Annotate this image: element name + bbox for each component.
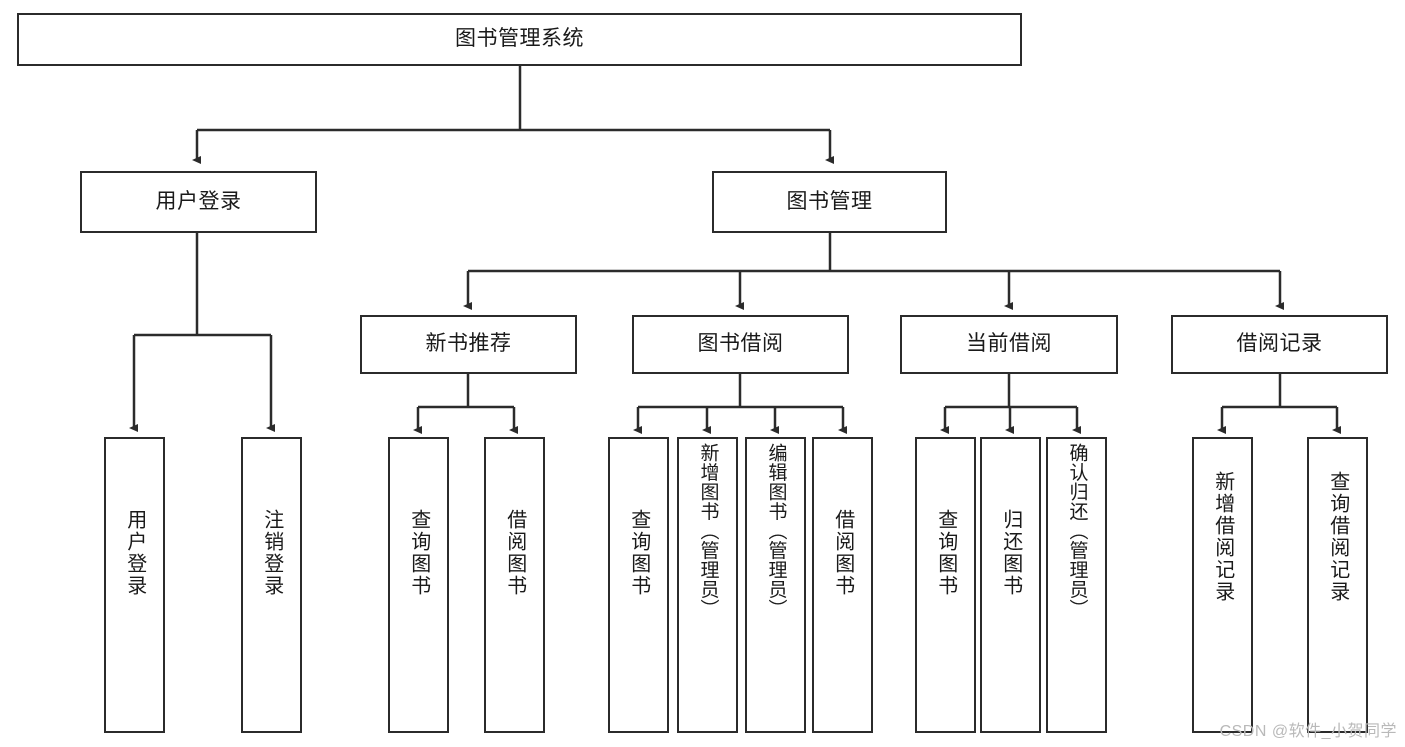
node-book-borrow-label: 图书借阅 <box>697 332 784 356</box>
node-new-book-recommend-label: 新书推荐 <box>425 332 512 356</box>
node-leaf-borrow-book-2-label: 借阅图书 <box>831 509 854 597</box>
node-user-login-label: 用户登录 <box>155 189 242 213</box>
node-root-label: 图书管理系统 <box>455 27 584 51</box>
node-leaf-user-logout-label: 注销登录 <box>260 509 283 597</box>
node-book-manage-label: 图书管理 <box>786 189 873 213</box>
node-leaf-borrow-book-2[interactable]: 借阅图书 <box>812 437 873 733</box>
node-current-borrow[interactable]: 当前借阅 <box>900 315 1118 374</box>
watermark: CSDN @软件_小贺同学 <box>1219 723 1397 740</box>
node-leaf-confirm-return-label: 确认归还（管理员） <box>1066 443 1088 619</box>
node-current-borrow-label: 当前借阅 <box>966 332 1052 356</box>
node-book-borrow[interactable]: 图书借阅 <box>632 315 849 374</box>
node-leaf-user-logout[interactable]: 注销登录 <box>241 437 302 733</box>
node-leaf-user-login-label: 用户登录 <box>123 509 146 597</box>
node-leaf-query-book-2-label: 查询图书 <box>627 509 650 597</box>
node-user-login[interactable]: 用户登录 <box>80 171 317 233</box>
node-leaf-add-book-label: 新增图书（管理员） <box>697 443 719 619</box>
node-borrow-record[interactable]: 借阅记录 <box>1171 315 1388 374</box>
node-leaf-query-book-1[interactable]: 查询图书 <box>388 437 449 733</box>
node-book-manage[interactable]: 图书管理 <box>712 171 947 233</box>
node-leaf-add-record-label: 新增借阅记录 <box>1211 471 1234 603</box>
node-leaf-query-book-3[interactable]: 查询图书 <box>915 437 976 733</box>
node-leaf-query-record[interactable]: 查询借阅记录 <box>1307 437 1368 733</box>
node-leaf-return-book-label: 归还图书 <box>999 509 1022 597</box>
node-borrow-record-label: 借阅记录 <box>1236 332 1323 356</box>
node-leaf-query-book-1-label: 查询图书 <box>407 509 430 597</box>
node-leaf-borrow-book-1-label: 借阅图书 <box>503 509 526 597</box>
node-leaf-query-book-3-label: 查询图书 <box>934 509 957 597</box>
node-leaf-borrow-book-1[interactable]: 借阅图书 <box>484 437 545 733</box>
node-leaf-query-book-2[interactable]: 查询图书 <box>608 437 669 733</box>
node-leaf-edit-book-label: 编辑图书（管理员） <box>765 443 787 619</box>
node-new-book-recommend[interactable]: 新书推荐 <box>360 315 577 374</box>
node-leaf-add-book[interactable]: 新增图书（管理员） <box>677 437 738 733</box>
node-leaf-return-book[interactable]: 归还图书 <box>980 437 1041 733</box>
node-leaf-edit-book[interactable]: 编辑图书（管理员） <box>745 437 806 733</box>
node-leaf-add-record[interactable]: 新增借阅记录 <box>1192 437 1253 733</box>
node-root[interactable]: 图书管理系统 <box>17 13 1022 66</box>
node-leaf-user-login[interactable]: 用户登录 <box>104 437 165 733</box>
node-leaf-query-record-label: 查询借阅记录 <box>1326 471 1349 603</box>
node-leaf-confirm-return[interactable]: 确认归还（管理员） <box>1046 437 1107 733</box>
